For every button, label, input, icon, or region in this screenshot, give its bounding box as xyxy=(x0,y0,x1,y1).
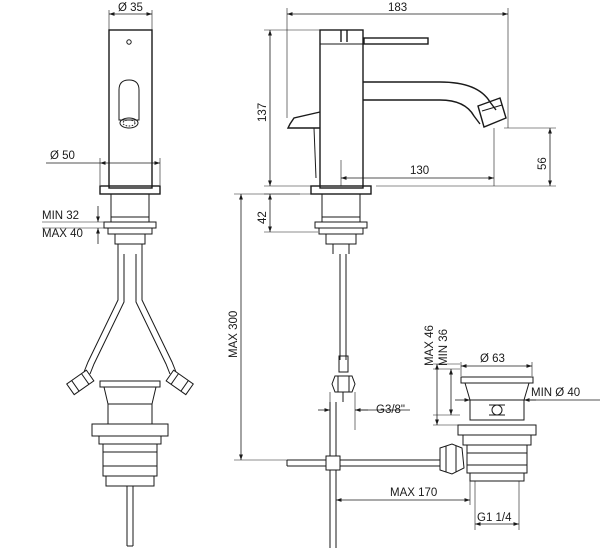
dim-diameter-35: Ø 35 xyxy=(118,2,143,14)
dim-max-46: MAX 46 xyxy=(424,325,436,366)
dim-42: 42 xyxy=(257,211,269,224)
side-view: 183 137 56 130 xyxy=(228,2,600,548)
dim-width-183: 183 xyxy=(388,2,407,14)
dim-min-diameter-40: MIN Ø 40 xyxy=(531,387,580,399)
dim-height-137: 137 xyxy=(257,103,269,122)
dim-reach-130: 130 xyxy=(410,165,429,177)
dim-max-170: MAX 170 xyxy=(390,487,437,499)
dim-g38: G3/8" xyxy=(376,404,405,416)
dim-min-32: MIN 32 xyxy=(42,210,79,222)
front-view: Ø 35 Ø 50 MIN 32 MAX 40 xyxy=(42,2,194,547)
faucet-body-side xyxy=(319,29,364,189)
dim-diameter-63: Ø 63 xyxy=(480,353,505,365)
dim-min-36: MIN 36 xyxy=(438,329,450,366)
dim-max-40: MAX 40 xyxy=(42,228,83,240)
dim-max-300: MAX 300 xyxy=(228,311,240,358)
dim-diameter-50: Ø 50 xyxy=(50,150,75,162)
faucet-body-front xyxy=(108,29,153,189)
dim-g114: G1 1/4 xyxy=(477,512,512,524)
dim-height-56: 56 xyxy=(537,157,549,170)
